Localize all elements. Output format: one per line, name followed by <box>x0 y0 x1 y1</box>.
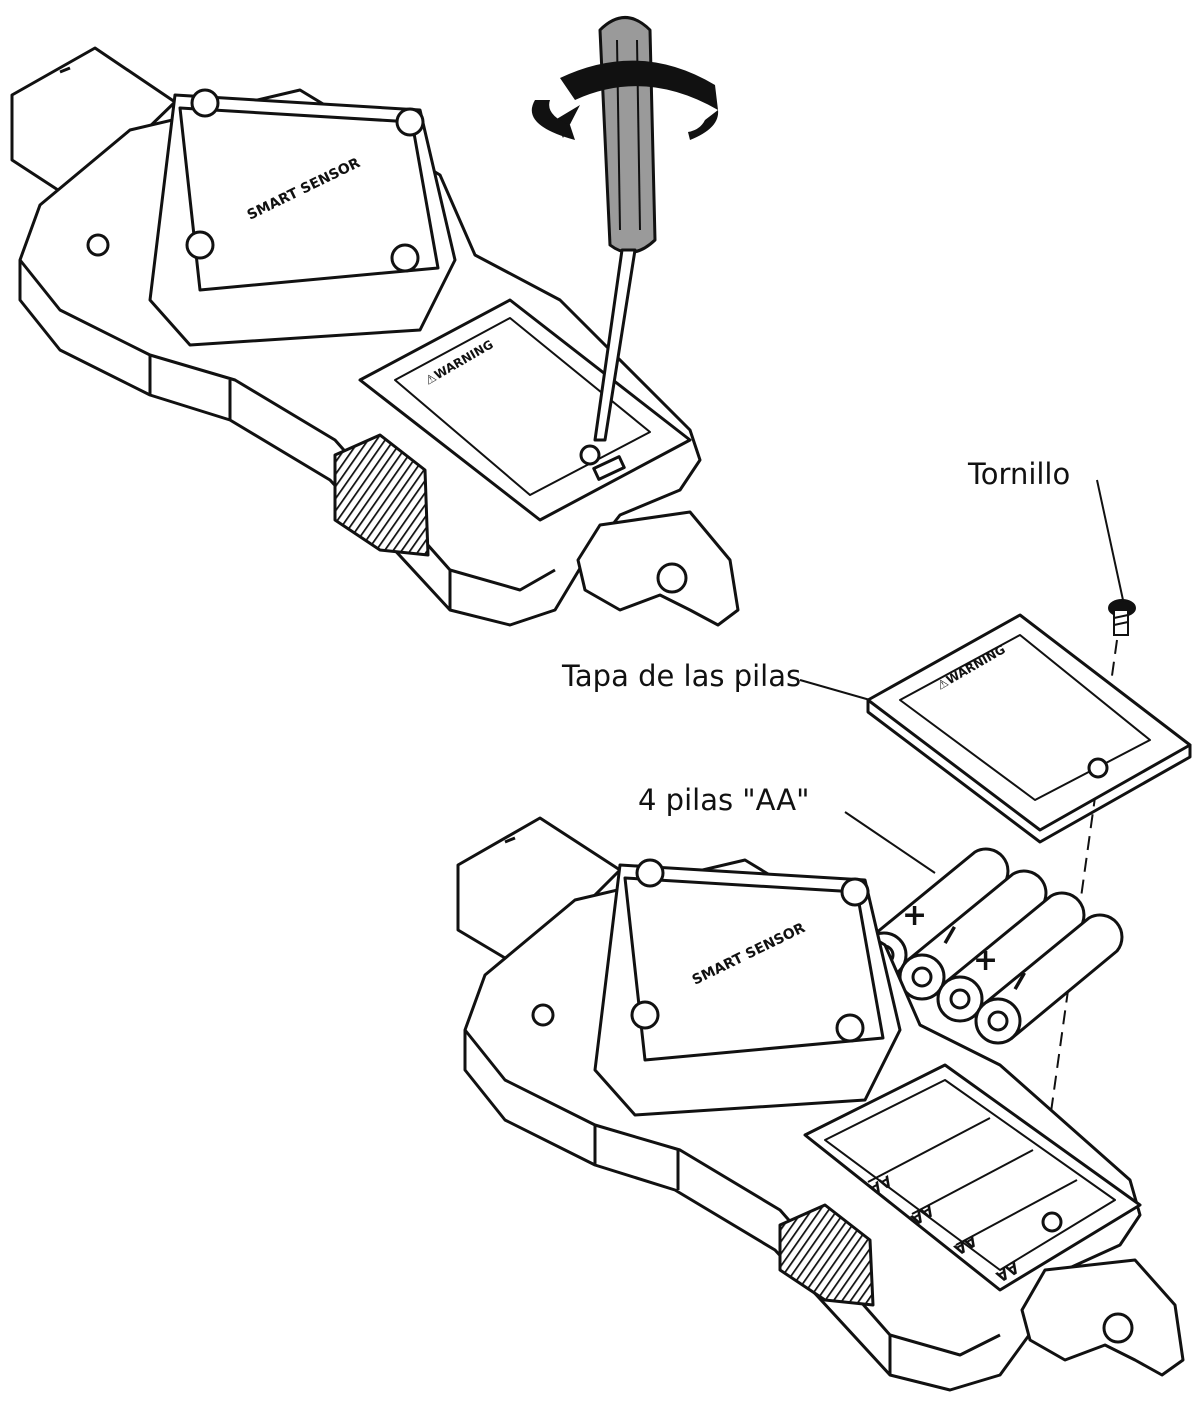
screw-label: Tornillo <box>968 457 1071 491</box>
battery-4 <box>974 913 1124 1045</box>
polarity-plus: + <box>902 898 927 933</box>
aa-batteries <box>860 847 1124 1045</box>
battery-compartment <box>803 1063 1142 1292</box>
polarity-plus: + <box>973 943 998 978</box>
loose-screw <box>1108 599 1136 636</box>
screwdriver-handle <box>598 16 657 254</box>
screwdriver-shaft <box>593 248 637 442</box>
battery-cover <box>866 613 1192 844</box>
screw-hole <box>630 1000 660 1030</box>
screw-hole <box>395 107 425 137</box>
screwdriver <box>531 16 719 442</box>
clamp-jaw <box>576 510 740 627</box>
sensor-head <box>593 863 902 1117</box>
clamp-jaw <box>1020 1258 1185 1377</box>
screw-hole <box>185 230 215 260</box>
battery-cover-label: Tapa de las pilas <box>562 659 802 693</box>
screw-hole <box>86 233 110 257</box>
meter-top-view <box>10 46 740 627</box>
sensor-head <box>148 93 457 347</box>
rotation-arrow-icon <box>555 60 718 138</box>
screw-hole <box>635 858 665 888</box>
screw-hole <box>531 1003 555 1027</box>
battery-3 <box>936 891 1086 1023</box>
screw-hole <box>390 243 420 273</box>
meter-open-view <box>456 816 1185 1392</box>
screw-hole <box>840 877 870 907</box>
cover-screw <box>579 444 601 466</box>
grip-texture <box>778 1203 875 1307</box>
screw-hole <box>190 88 220 118</box>
batteries-label: 4 pilas "AA" <box>638 783 810 817</box>
screw-hole <box>835 1013 865 1043</box>
grip-texture <box>333 433 430 557</box>
